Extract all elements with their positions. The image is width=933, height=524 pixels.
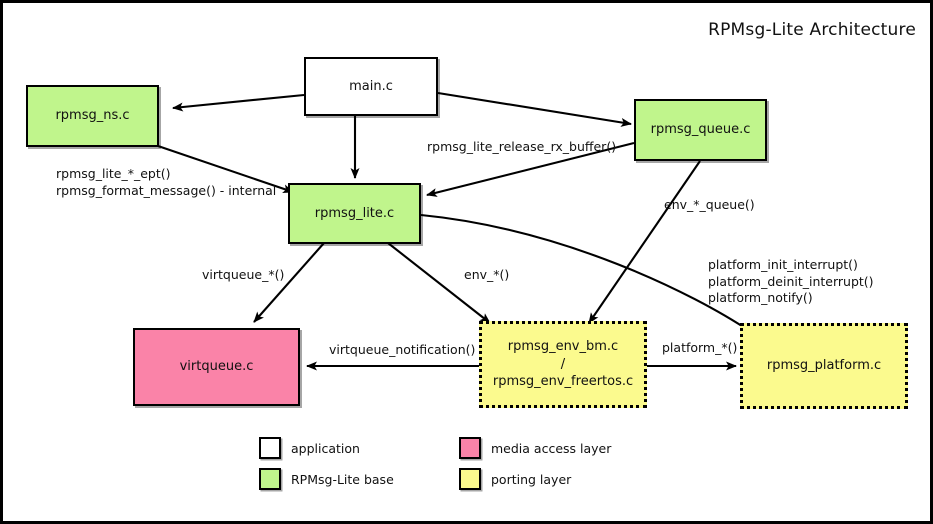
legend-label: media access layer xyxy=(491,440,612,456)
edge-label-lite-to-env: env_*() xyxy=(464,267,510,282)
legend-item-media-access-layer: media access layer xyxy=(459,437,611,459)
legend-label: application xyxy=(291,440,360,456)
node-label: rpmsg_platform.c xyxy=(766,358,882,374)
legend-swatch-application xyxy=(259,437,281,459)
edge-main-to-queue xyxy=(437,91,632,127)
legend-swatch-media-access-layer xyxy=(459,437,481,459)
node-label: rpmsg_env_bm.c / rpmsg_env_freertos.c xyxy=(492,339,634,390)
node-rpmsg-ns-c[interactable]: rpmsg_ns.c xyxy=(26,85,159,147)
legend-item-rpmsg-lite-base: RPMsg-Lite base xyxy=(259,468,394,490)
node-label: virtqueue.c xyxy=(179,359,254,375)
node-label: rpmsg_lite.c xyxy=(314,205,395,221)
node-rpmsg-env-c[interactable]: rpmsg_env_bm.c / rpmsg_env_freertos.c xyxy=(479,321,647,408)
node-label: main.c xyxy=(349,78,393,94)
legend-label: RPMsg-Lite base xyxy=(291,471,394,487)
node-rpmsg-lite-c[interactable]: rpmsg_lite.c xyxy=(288,183,421,244)
edge-label-queue-to-env: env_*_queue() xyxy=(664,197,755,212)
legend-swatch-rpmsg-lite-base xyxy=(259,468,281,490)
node-label: rpmsg_ns.c xyxy=(55,108,130,124)
edge-label-lite-to-virtqueue: virtqueue_*() xyxy=(202,267,285,282)
edge-label-env-to-virtqueue: virtqueue_notification() xyxy=(329,342,476,357)
node-main-c[interactable]: main.c xyxy=(304,57,438,116)
legend-swatch-porting-layer xyxy=(459,468,481,490)
legend-item-application: application xyxy=(259,437,360,459)
node-virtqueue-c[interactable]: virtqueue.c xyxy=(133,328,300,406)
legend-label: porting layer xyxy=(491,471,572,487)
edge-label-lite-to-platform: platform_init_interrupt() platform_deini… xyxy=(708,257,874,305)
node-rpmsg-queue-c[interactable]: rpmsg_queue.c xyxy=(634,99,767,161)
node-label: rpmsg_queue.c xyxy=(650,122,751,138)
edge-label-env-to-platform: platform_*() xyxy=(662,340,738,355)
page-title: RPMsg-Lite Architecture xyxy=(708,20,916,40)
edge-main-to-ns xyxy=(172,93,305,112)
edge-queue-to-env xyxy=(588,160,701,324)
edge-label-ns-to-lite: rpmsg_lite_*_ept() rpmsg_format_message(… xyxy=(56,166,277,198)
legend-item-porting-layer: porting layer xyxy=(459,468,571,490)
edge-label-queue-to-lite: rpmsg_lite_release_rx_buffer() xyxy=(427,139,617,154)
node-rpmsg-platform-c[interactable]: rpmsg_platform.c xyxy=(740,323,908,409)
